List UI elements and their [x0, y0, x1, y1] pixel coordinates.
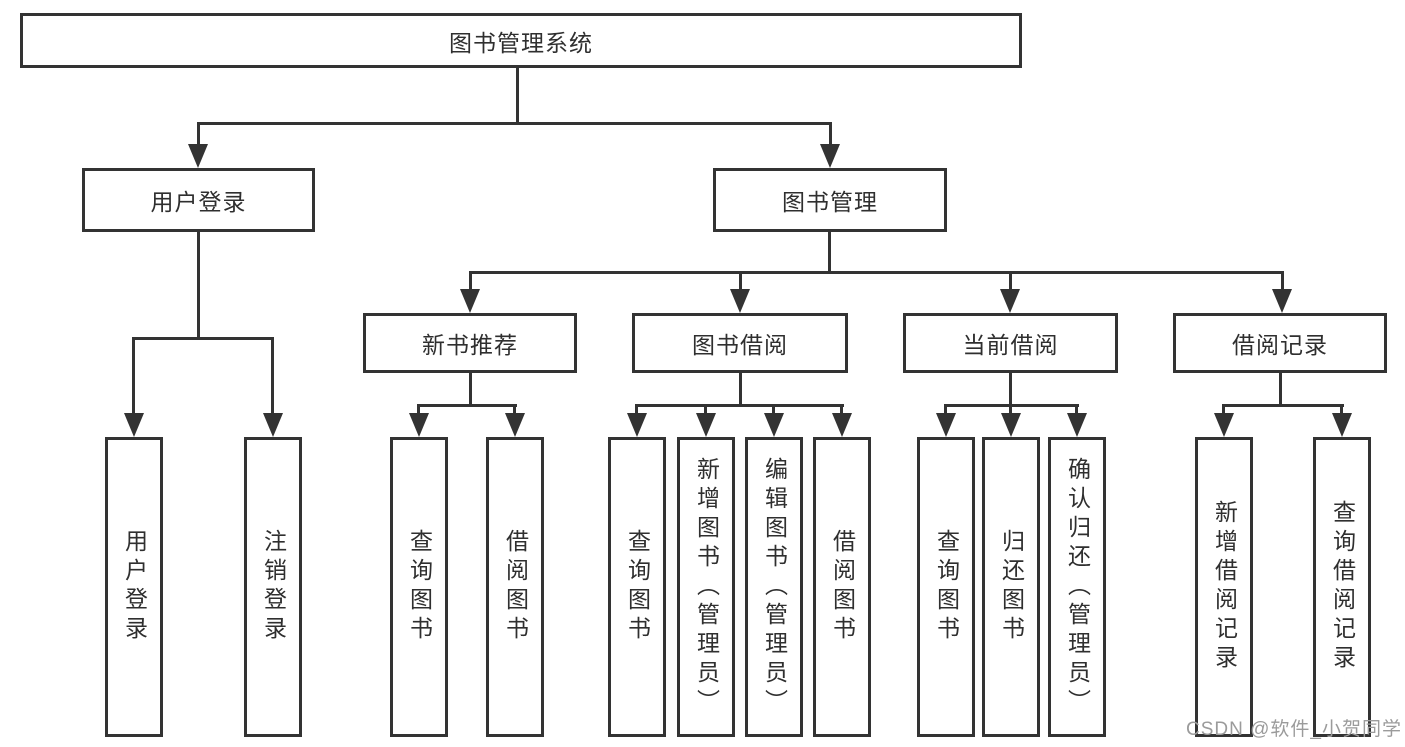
edge-drop-bb-borrow	[840, 404, 843, 415]
node-current-borrowing: 当前借阅	[903, 313, 1118, 373]
edge-drop-new-book-rec	[469, 271, 472, 291]
leaf-br-query-record: 查询借阅记录	[1313, 437, 1371, 737]
edge-drop-book-borrow	[739, 271, 742, 291]
edge-drop-leaf-logout	[271, 337, 274, 415]
edge-current-borrow-stem	[1009, 373, 1012, 407]
arrowhead-nb-borrow	[505, 413, 525, 437]
leaf-bb-borrow-books-label: 借阅图书	[829, 529, 856, 645]
leaf-nb-borrow-books-label: 借阅图书	[502, 529, 529, 645]
leaf-cb-confirm-return-admin-label: 确认归还（管理员）	[1064, 456, 1091, 718]
arrowhead-cb-query	[936, 413, 956, 437]
leaf-bb-add-books-admin-label: 新增图书（管理员）	[693, 456, 720, 718]
leaf-bb-query-books: 查询图书	[608, 437, 666, 737]
arrowhead-borrow-records	[1272, 289, 1292, 313]
leaf-cb-return-books: 归还图书	[982, 437, 1040, 737]
edge-drop-nb-borrow	[513, 404, 516, 415]
edge-drop-br-add	[1222, 404, 1225, 415]
leaf-nb-query-books-label: 查询图书	[406, 529, 433, 645]
arrowhead-br-query	[1332, 413, 1352, 437]
arrowhead-leaf-user-login	[124, 413, 144, 437]
edge-user-login-branch	[132, 337, 274, 340]
edge-drop-cb-return	[1009, 404, 1012, 415]
edge-drop-borrow-records	[1281, 271, 1284, 291]
edge-user-login-stem	[197, 232, 200, 340]
arrowhead-book-borrow	[730, 289, 750, 313]
edge-drop-br-query	[1340, 404, 1343, 415]
leaf-bb-edit-books-admin-label: 编辑图书（管理员）	[761, 456, 788, 718]
leaf-bb-borrow-books: 借阅图书	[813, 437, 871, 737]
arrowhead-bb-query	[627, 413, 647, 437]
edge-drop-bb-edit	[772, 404, 775, 415]
edge-borrow-records-branch	[1222, 404, 1344, 407]
leaf-bb-add-books-admin: 新增图书（管理员）	[677, 437, 735, 737]
edge-book-borrow-branch	[635, 404, 844, 407]
arrowhead-cb-return	[1001, 413, 1021, 437]
edge-drop-current-borrow	[1009, 271, 1012, 291]
arrowhead-new-book-rec	[460, 289, 480, 313]
edge-book-management-stem	[828, 232, 831, 274]
edge-book-management-branch	[469, 271, 1283, 274]
leaf-br-add-record: 新增借阅记录	[1195, 437, 1253, 737]
leaf-user-login: 用户登录	[105, 437, 163, 737]
leaf-nb-query-books: 查询图书	[390, 437, 448, 737]
arrowhead-user-login	[188, 144, 208, 168]
node-user-login: 用户登录	[82, 168, 315, 232]
edge-drop-user-login	[197, 122, 200, 148]
leaf-br-add-record-label: 新增借阅记录	[1211, 500, 1238, 674]
leaf-logout-label: 注销登录	[260, 529, 287, 645]
leaf-cb-confirm-return-admin: 确认归还（管理员）	[1048, 437, 1106, 737]
edge-root-branch	[197, 122, 832, 125]
edge-new-book-rec-branch	[417, 404, 517, 407]
node-library-management-system: 图书管理系统	[20, 13, 1022, 68]
leaf-cb-query-books-label: 查询图书	[933, 529, 960, 645]
leaf-bb-query-books-label: 查询图书	[624, 529, 651, 645]
arrowhead-bb-add	[696, 413, 716, 437]
node-book-management: 图书管理	[713, 168, 947, 232]
leaf-nb-borrow-books: 借阅图书	[486, 437, 544, 737]
leaf-logout: 注销登录	[244, 437, 302, 737]
leaf-user-login-label: 用户登录	[121, 529, 148, 645]
arrowhead-leaf-logout	[263, 413, 283, 437]
csdn-watermark: CSDN @软件_小贺同学	[1186, 719, 1402, 740]
leaf-bb-edit-books-admin: 编辑图书（管理员）	[745, 437, 803, 737]
edge-drop-cb-query	[944, 404, 947, 415]
node-book-borrowing: 图书借阅	[632, 313, 848, 373]
edge-root-stem	[516, 67, 519, 124]
arrowhead-bb-edit	[764, 413, 784, 437]
arrowhead-book-management	[820, 144, 840, 168]
edge-drop-cb-confirm	[1075, 404, 1078, 415]
node-borrowing-records: 借阅记录	[1173, 313, 1387, 373]
arrowhead-br-add	[1214, 413, 1234, 437]
arrowhead-cb-confirm	[1067, 413, 1087, 437]
arrowhead-bb-borrow	[832, 413, 852, 437]
leaf-cb-query-books: 查询图书	[917, 437, 975, 737]
edge-book-borrow-stem	[739, 373, 742, 407]
leaf-cb-return-books-label: 归还图书	[998, 529, 1025, 645]
edge-new-book-rec-stem	[469, 373, 472, 407]
arrowhead-current-borrow	[1000, 289, 1020, 313]
edge-drop-nb-query	[417, 404, 420, 415]
edge-drop-book-management	[829, 122, 832, 148]
edge-drop-bb-query	[635, 404, 638, 415]
edge-drop-bb-add	[704, 404, 707, 415]
leaf-br-query-record-label: 查询借阅记录	[1329, 500, 1356, 674]
arrowhead-nb-query	[409, 413, 429, 437]
edge-drop-leaf-user-login	[132, 337, 135, 415]
node-new-book-recommendation: 新书推荐	[363, 313, 577, 373]
edge-borrow-records-stem	[1279, 373, 1282, 407]
